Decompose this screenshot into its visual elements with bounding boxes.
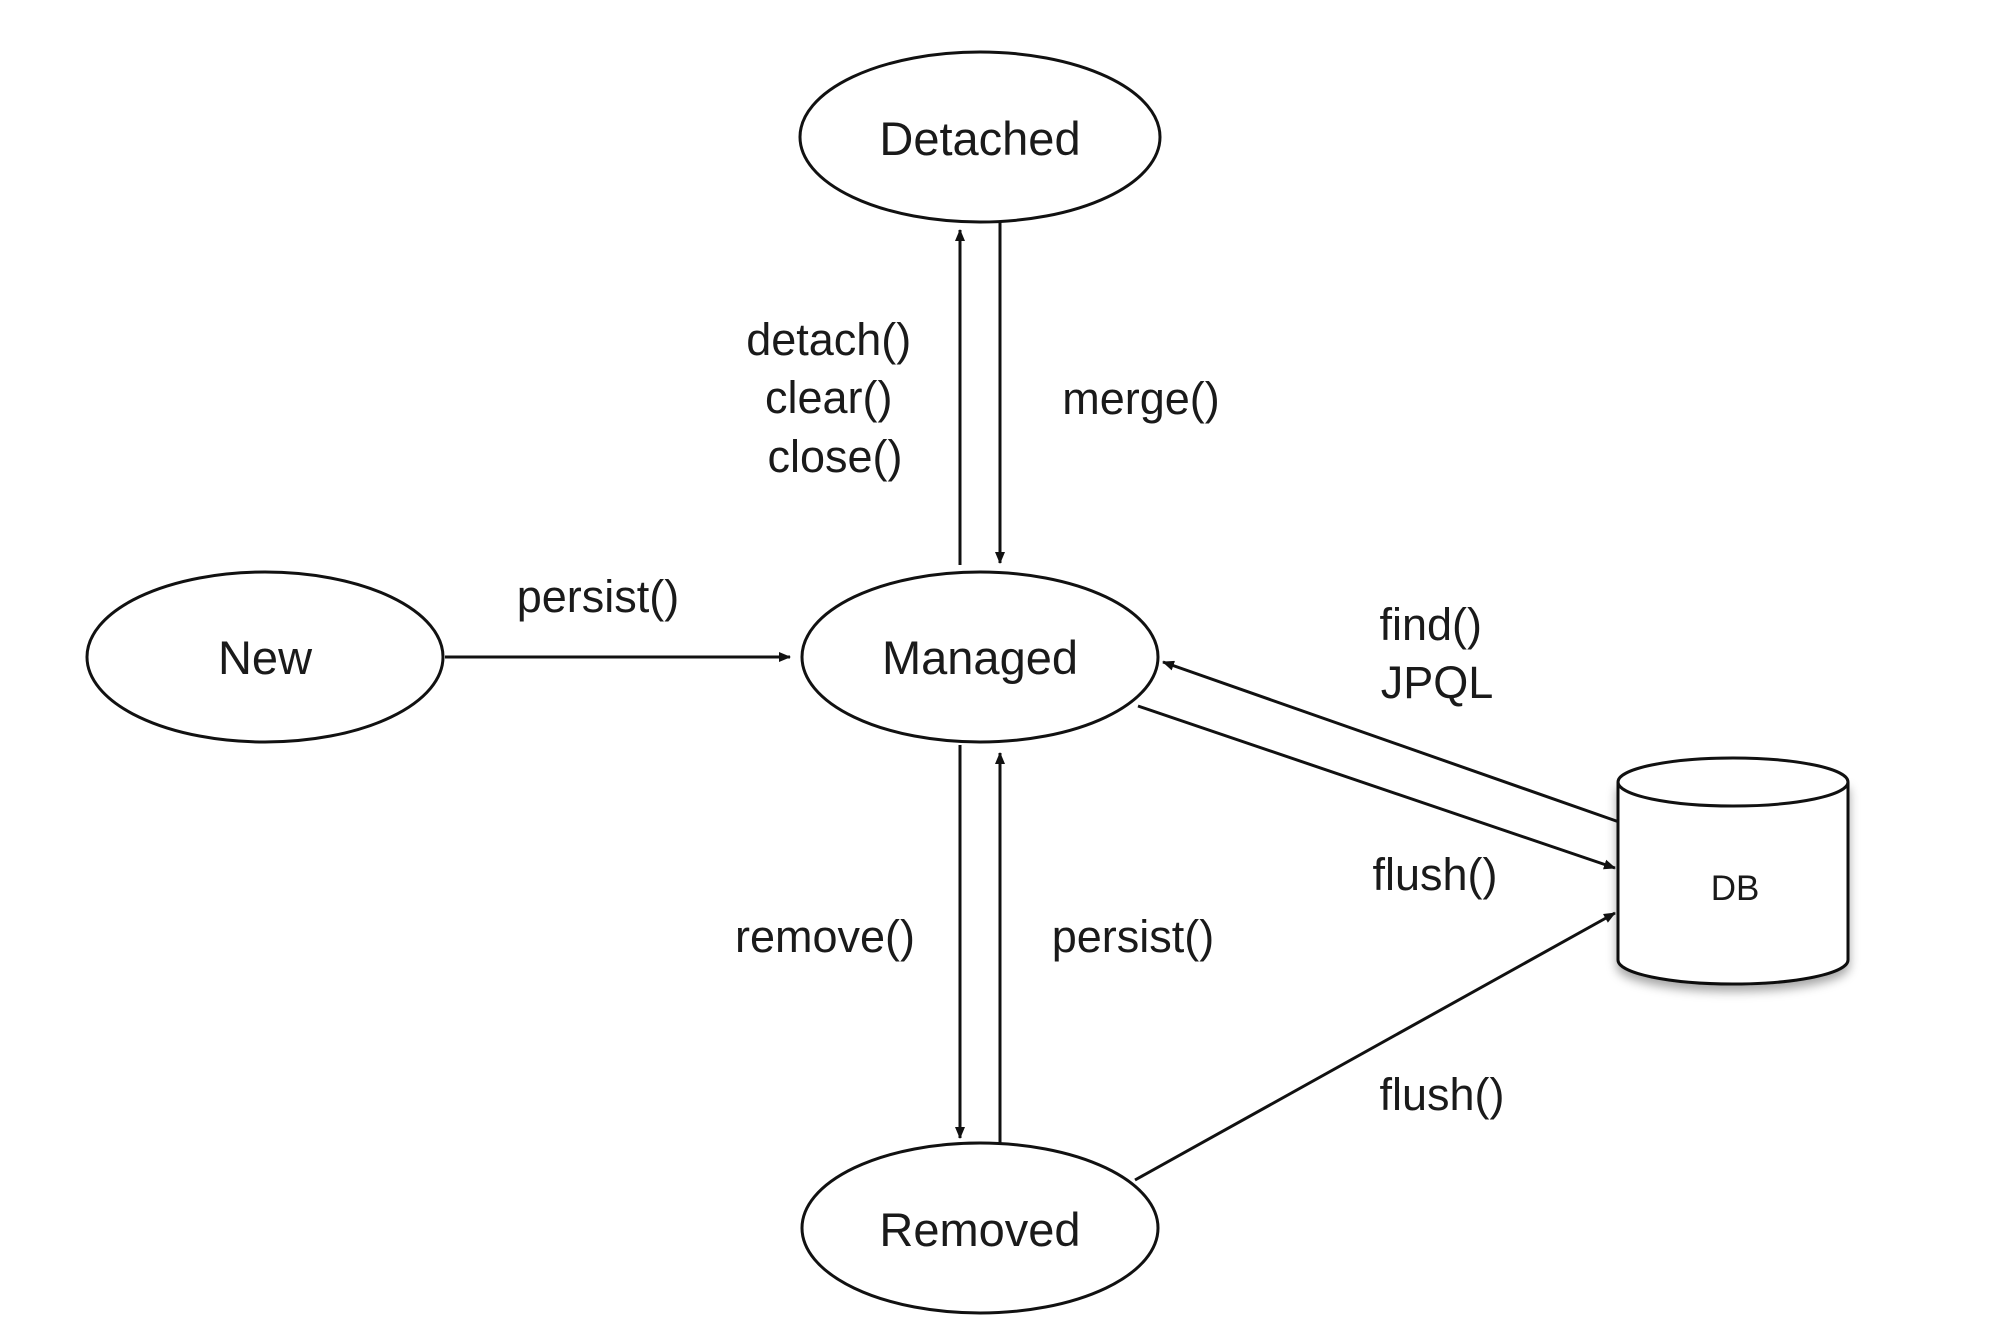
state-detached-label: Detached	[879, 112, 1080, 165]
state-new: New	[85, 570, 445, 744]
edges	[445, 215, 1623, 1182]
detach-label-line: clear()	[765, 372, 893, 423]
state-managed-label: Managed	[882, 631, 1078, 684]
state-detached: Detached	[798, 50, 1162, 224]
flush-managed-label: flush()	[1372, 849, 1497, 900]
state-removed-label: Removed	[879, 1203, 1080, 1256]
detach-label-line: detach()	[746, 314, 911, 365]
detach-label: detach() clear() close()	[746, 314, 924, 482]
db-label: DB	[1711, 869, 1760, 908]
merge-label: merge()	[1062, 373, 1220, 424]
persist-removed-label: persist()	[1052, 911, 1215, 962]
remove-label: remove()	[735, 911, 915, 962]
flush-removed-label: flush()	[1379, 1069, 1504, 1120]
database-cylinder: DB	[1616, 756, 1850, 986]
find-arrow	[1162, 660, 1623, 825]
flush-removed-arrow	[1134, 911, 1616, 1182]
find-label-line: JPQL	[1381, 657, 1494, 708]
state-new-label: New	[218, 631, 313, 684]
state-managed: Managed	[800, 570, 1160, 744]
find-label: find() JPQL	[1379, 599, 1494, 708]
edge-labels: detach() clear() close() merge() persist…	[517, 314, 1505, 1120]
state-removed: Removed	[800, 1141, 1160, 1315]
detach-label-line: close()	[767, 431, 902, 482]
flush-managed-arrow	[1137, 704, 1616, 870]
persist-new-label: persist()	[517, 571, 680, 622]
find-label-line: find()	[1379, 599, 1482, 650]
